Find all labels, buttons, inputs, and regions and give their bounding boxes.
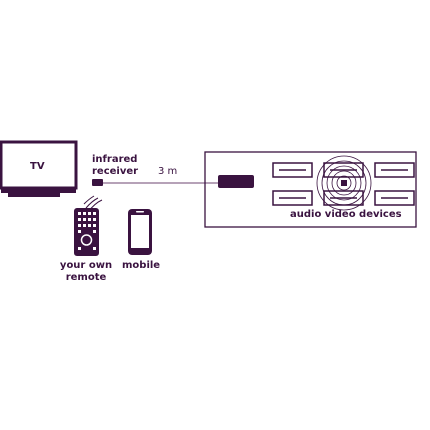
device-slot-icon (272, 190, 313, 206)
tv-label: TV (30, 161, 45, 172)
remote-label-line1: your own (59, 260, 113, 271)
infrared-receiver-icon (92, 179, 103, 186)
remote-label-line2: remote (65, 272, 107, 283)
infrared-sensor-dot (341, 180, 347, 186)
device-slot-icon (272, 162, 313, 178)
device-slot-icon (323, 162, 364, 178)
infrared-receiver-label-line1: infrared (92, 154, 138, 165)
infrared-emitter-icon (218, 175, 254, 188)
audio-video-devices-label: audio video devices (290, 209, 402, 220)
remote-label: your own remote (58, 260, 114, 284)
cable-length-label: 3 m (158, 166, 178, 177)
infrared-signal-icon (316, 155, 372, 211)
device-slots (272, 162, 415, 206)
remote-icon (74, 208, 99, 256)
mobile-phone-icon (128, 209, 152, 255)
device-slot-icon (374, 162, 415, 178)
device-slot-icon (374, 190, 415, 206)
device-cabinet (204, 151, 417, 228)
mobile-label: mobile (122, 260, 161, 271)
infrared-receiver-label-line2: receiver (92, 166, 139, 177)
tv-icon (0, 140, 78, 197)
infrared-receiver-label: infrared receiver (92, 154, 138, 178)
